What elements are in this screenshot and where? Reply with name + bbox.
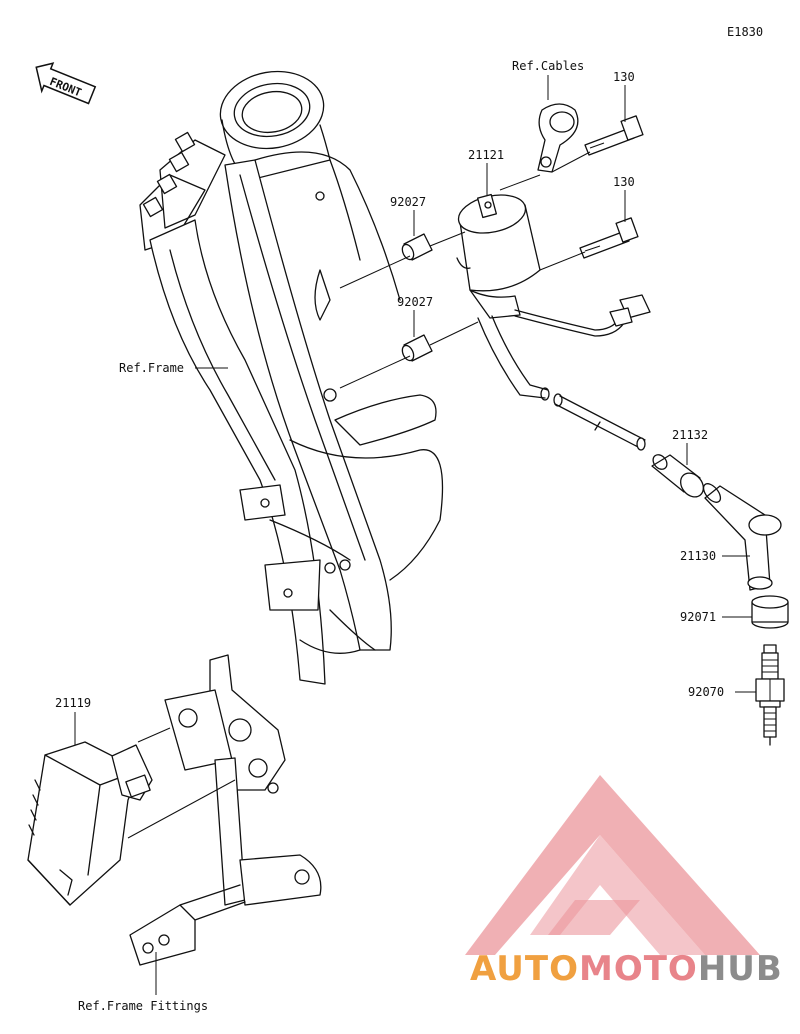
cdi-bracket <box>129 654 322 966</box>
cdi-unit <box>27 741 153 906</box>
plug-cap-sleeve <box>651 454 704 498</box>
collar-92027-top <box>401 233 433 261</box>
cable-clamp <box>537 103 579 173</box>
watermark-moto: MOTO <box>579 949 698 989</box>
collar-92027-bottom <box>401 334 433 362</box>
label-ref-cables: Ref.Cables <box>512 59 584 73</box>
label-21119: 21119 <box>55 696 91 710</box>
watermark-logo <box>465 775 760 955</box>
front-arrow-icon: FRONT <box>35 62 97 105</box>
label-130-top: 130 <box>613 70 635 84</box>
bolt-130-top <box>584 115 644 156</box>
label-21121: 21121 <box>468 148 504 162</box>
coil-wire <box>514 294 651 337</box>
watermark-text: AUTOMOTOHUB <box>470 949 783 989</box>
spark-plug-cap <box>702 483 782 591</box>
label-92027-top: 92027 <box>390 195 426 209</box>
bolt-130-mid <box>579 217 639 259</box>
watermark-auto: AUTO <box>470 949 579 989</box>
diagram-code: E1830 <box>727 25 763 39</box>
seal-ring <box>751 595 789 629</box>
leader-lines <box>74 75 756 995</box>
watermark-hub: HUB <box>698 949 783 989</box>
label-92027-bottom: 92027 <box>397 295 433 309</box>
label-ref-frame-fittings: Ref.Frame Fittings <box>78 999 208 1013</box>
ignition-coil <box>456 193 541 319</box>
label-21130: 21130 <box>680 549 716 563</box>
label-21132: 21132 <box>672 428 708 442</box>
label-92071: 92071 <box>680 610 716 624</box>
spark-plug <box>755 644 785 746</box>
high-tension-lead <box>477 315 646 451</box>
label-130-mid: 130 <box>613 175 635 189</box>
label-92070: 92070 <box>688 685 724 699</box>
frame-drawing <box>139 70 444 685</box>
label-ref-frame: Ref.Frame <box>119 361 184 375</box>
